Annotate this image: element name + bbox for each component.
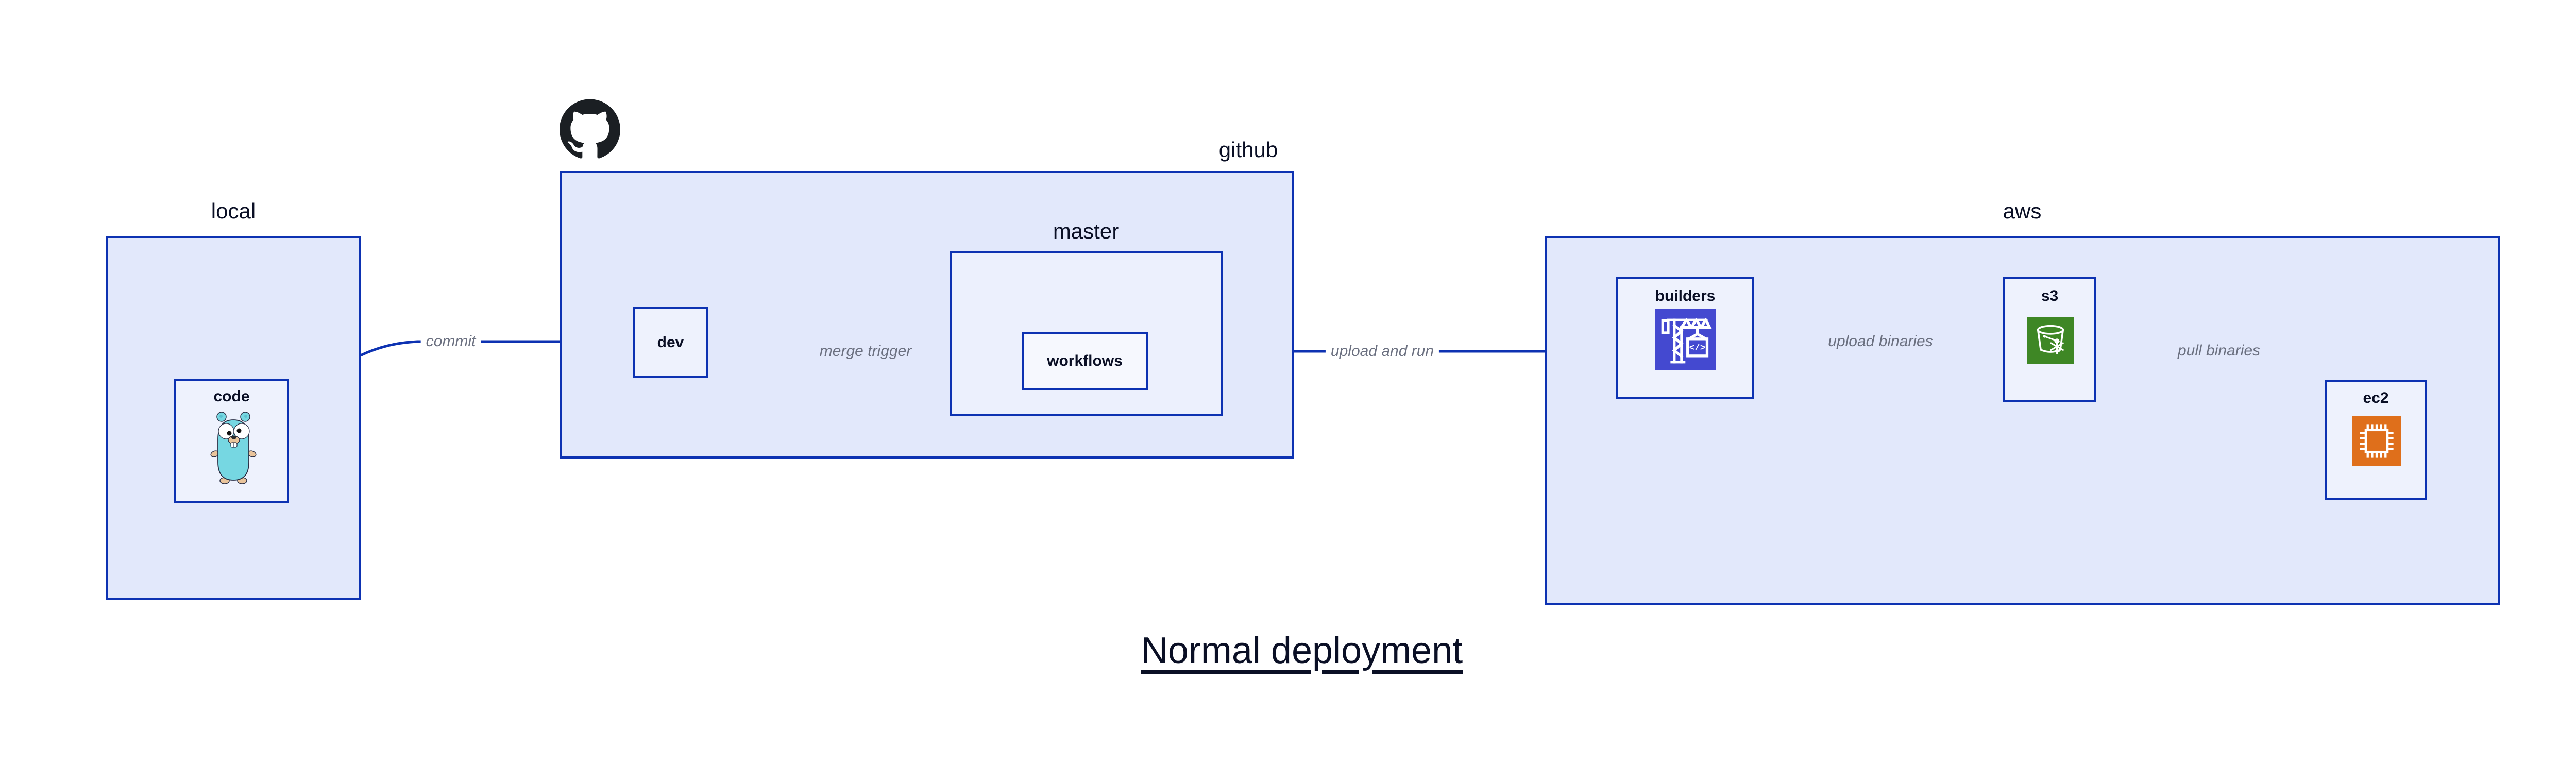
container-github-label: github	[1218, 138, 1278, 162]
node-ec2-label: ec2	[2363, 389, 2389, 406]
codebuild-code-glyph: </>	[1689, 343, 1706, 353]
edge-label-upload-and-run: upload and run	[1325, 342, 1439, 361]
edge-label-commit: commit	[420, 332, 481, 351]
node-s3-label: s3	[2041, 287, 2059, 304]
edge-label-merge-trigger: merge trigger	[814, 342, 917, 361]
node-workflows: workflows	[1022, 332, 1148, 390]
go-gopher-icon	[210, 412, 257, 484]
github-octocat-icon	[560, 99, 620, 159]
s3-bucket-snowflake-icon	[2027, 317, 2074, 364]
edge-label-pull-binaries: pull binaries	[2172, 341, 2266, 361]
container-aws-label: aws	[2003, 199, 2042, 223]
node-ec2: ec2	[2325, 380, 2427, 500]
ec2-chip-icon	[2352, 416, 2401, 466]
node-code: code	[174, 379, 289, 503]
node-builders: builders </>	[1616, 277, 1754, 399]
container-master-label: master	[1053, 219, 1120, 243]
diagram-title: Normal deployment	[1141, 630, 1463, 671]
container-local-label: local	[211, 199, 256, 223]
edge-label-upload-binaries: upload binaries	[1823, 332, 1938, 351]
node-dev: dev	[633, 307, 708, 378]
node-s3: s3	[2003, 277, 2096, 402]
node-code-label: code	[213, 388, 250, 405]
node-workflows-label: workflows	[1047, 352, 1123, 369]
node-builders-label: builders	[1655, 287, 1716, 304]
node-dev-label: dev	[657, 333, 684, 351]
codebuild-crane-icon: </>	[1655, 309, 1716, 370]
